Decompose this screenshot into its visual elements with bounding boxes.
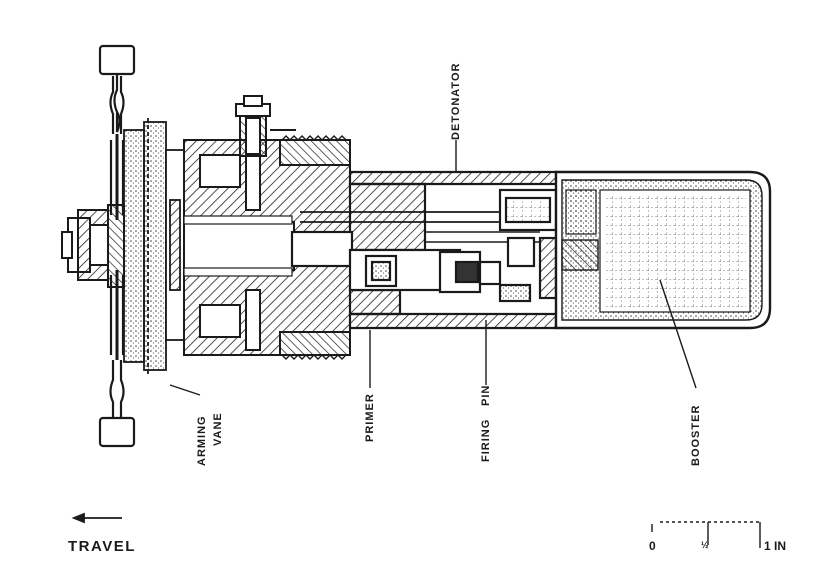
vane-label: VANE xyxy=(212,412,224,446)
booster-label: BOOSTER xyxy=(690,404,702,466)
booster xyxy=(554,170,772,330)
arming-mechanism xyxy=(123,118,185,375)
vane-hub-nut xyxy=(61,204,125,288)
pin-label: PIN xyxy=(480,384,492,406)
leader-lines xyxy=(169,140,697,396)
scale-bar xyxy=(651,521,761,548)
firing-label: FIRING xyxy=(480,418,492,462)
arming-label: ARMING xyxy=(196,415,208,466)
scale-one-inch-label: 1 IN xyxy=(764,539,787,553)
scale-half-label: ½ xyxy=(701,540,709,550)
arming-vane xyxy=(98,44,136,448)
detonator xyxy=(498,188,558,300)
arming-screw xyxy=(235,95,296,157)
fuze-head xyxy=(183,135,351,360)
primer xyxy=(364,254,398,288)
primer-label: PRIMER xyxy=(364,393,376,442)
scale-zero-label: 0 xyxy=(649,539,657,553)
travel-label: TRAVEL xyxy=(68,538,136,555)
travel-arrow xyxy=(71,512,122,524)
firing-pin xyxy=(438,250,532,303)
detonator-label: DETONATOR xyxy=(450,62,462,140)
fuze-body-casing xyxy=(290,170,558,330)
